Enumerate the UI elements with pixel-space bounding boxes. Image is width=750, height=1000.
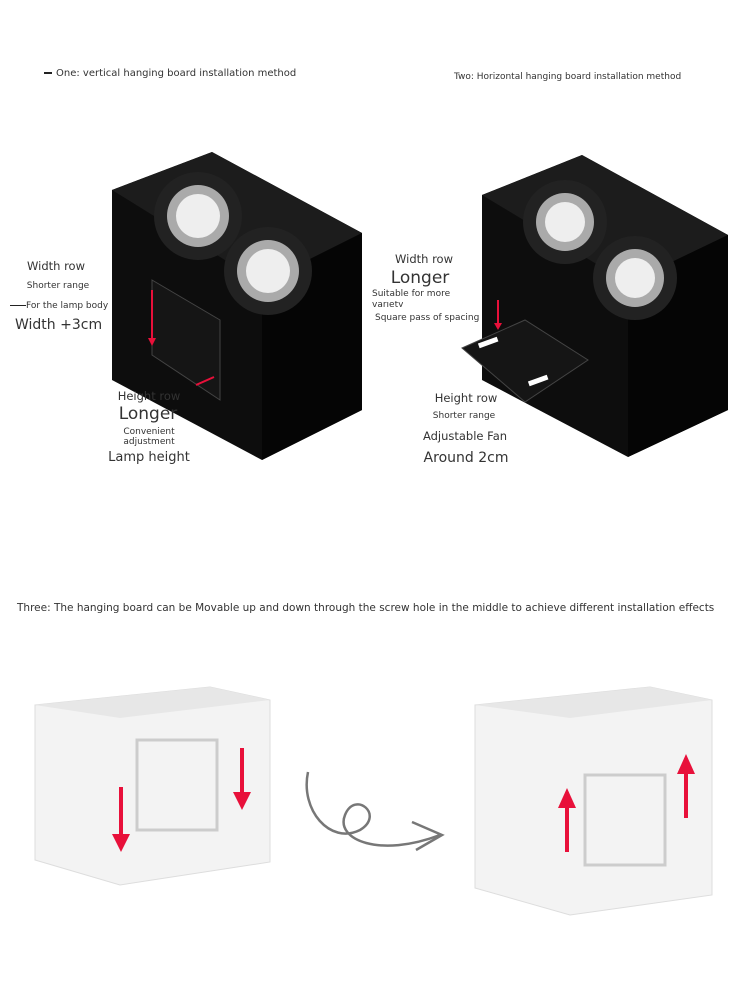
- curly-arrow-icon: [305, 771, 445, 852]
- around-label: Around 2cm: [423, 450, 509, 466]
- for-lamp-body-label: For the lamp body: [10, 302, 108, 311]
- height-row-label: Height row: [117, 389, 181, 403]
- section-three-title: Three: The hanging board can be Movable …: [17, 602, 715, 614]
- white-lamp-board-down: [34, 686, 271, 886]
- adjustment-label: adjustment: [123, 437, 175, 447]
- section-one-title-text: One: vertical hanging board installation…: [56, 68, 297, 79]
- variety-label: variety: [372, 301, 404, 307]
- convenient-label: Convenient: [123, 427, 175, 437]
- shorter-range-label: Shorter range: [26, 281, 90, 291]
- width-value: Width +3cm: [15, 317, 103, 333]
- width-row-label: Width row: [27, 259, 85, 273]
- white-lamp-board-up: [474, 686, 713, 916]
- section-one-title: One: vertical hanging board installation…: [44, 69, 296, 79]
- black-lamp-vertical-board: [112, 152, 362, 460]
- lamp-height-label: Lamp height: [108, 450, 190, 465]
- shorter-range-label-2: Shorter range: [432, 411, 496, 421]
- square-pass-label: Square pass of spacing: [375, 313, 480, 323]
- adjustable-fan-label: Adjustable Fan: [422, 429, 508, 443]
- height-row-label-2: Height row: [434, 391, 498, 405]
- for-lamp-body-text: For the lamp body: [26, 301, 109, 311]
- black-lamp-horizontal-board: [461, 155, 728, 457]
- longer-label: Longer: [118, 404, 178, 424]
- section-two-title: Two: Horizontal hanging board installati…: [454, 72, 682, 82]
- width-row-label-2: Width row: [395, 252, 453, 266]
- suitable-label: Suitable for more: [372, 289, 451, 299]
- longer-label-2: Longer: [390, 268, 450, 288]
